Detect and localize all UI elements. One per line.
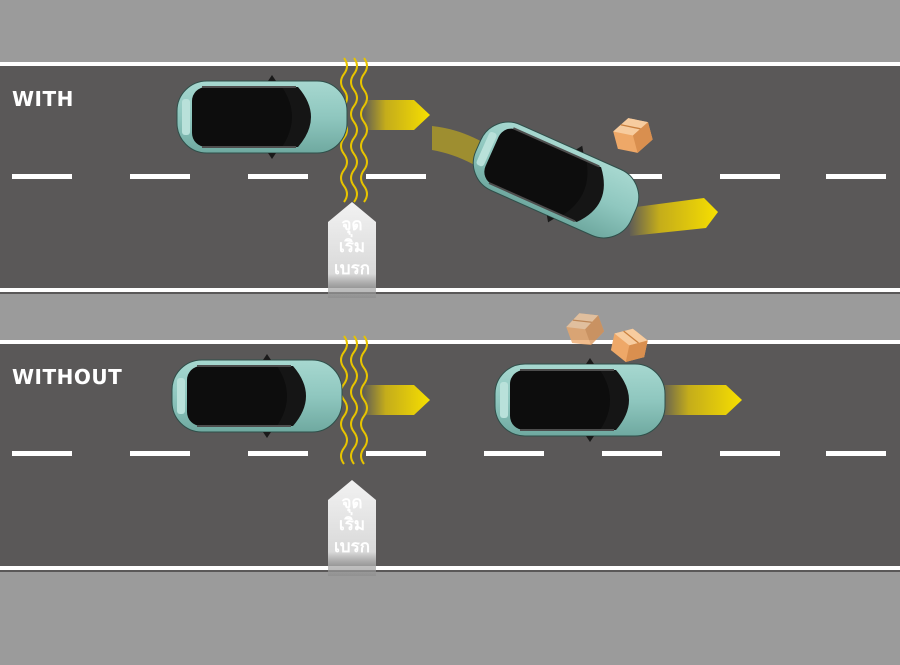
brake-marker-line-2: เริ่ม	[339, 234, 365, 257]
panel-without: WITHOUT จุด เริ่ม เบรก	[0, 306, 900, 576]
brake-marker-line-3: เบรก	[334, 537, 370, 557]
panel-label-with: WITH	[12, 87, 74, 111]
panel-label-without: WITHOUT	[12, 365, 122, 389]
motion-arrow-icon	[660, 385, 742, 415]
road-edge-line	[0, 288, 900, 292]
motion-arrow-icon	[628, 198, 718, 236]
motion-arrow-icon	[362, 100, 430, 130]
brake-marker-label: จุด เริ่ม เบรก	[334, 215, 370, 279]
car-icon	[494, 357, 666, 443]
brake-marker-line-1: จุด	[341, 215, 362, 235]
brake-marker-line-1: จุด	[341, 493, 362, 513]
brake-marker-line-3: เบรก	[334, 259, 370, 279]
lane-divider	[12, 451, 886, 456]
wavy-start-line-icon	[340, 335, 368, 465]
road-edge-line	[0, 340, 900, 344]
brake-marker-label: จุด เริ่ม เบรก	[334, 493, 370, 557]
road-edge-line	[0, 566, 900, 570]
wavy-start-line-icon	[340, 57, 368, 203]
road-edge-line	[0, 62, 900, 66]
car-icon	[171, 353, 343, 439]
brake-marker-line-2: เริ่ม	[339, 512, 365, 535]
car-icon	[176, 74, 348, 160]
panel-with: WITH จุด เริ่ม เบรก	[0, 57, 900, 298]
motion-arrow-icon	[362, 385, 430, 415]
